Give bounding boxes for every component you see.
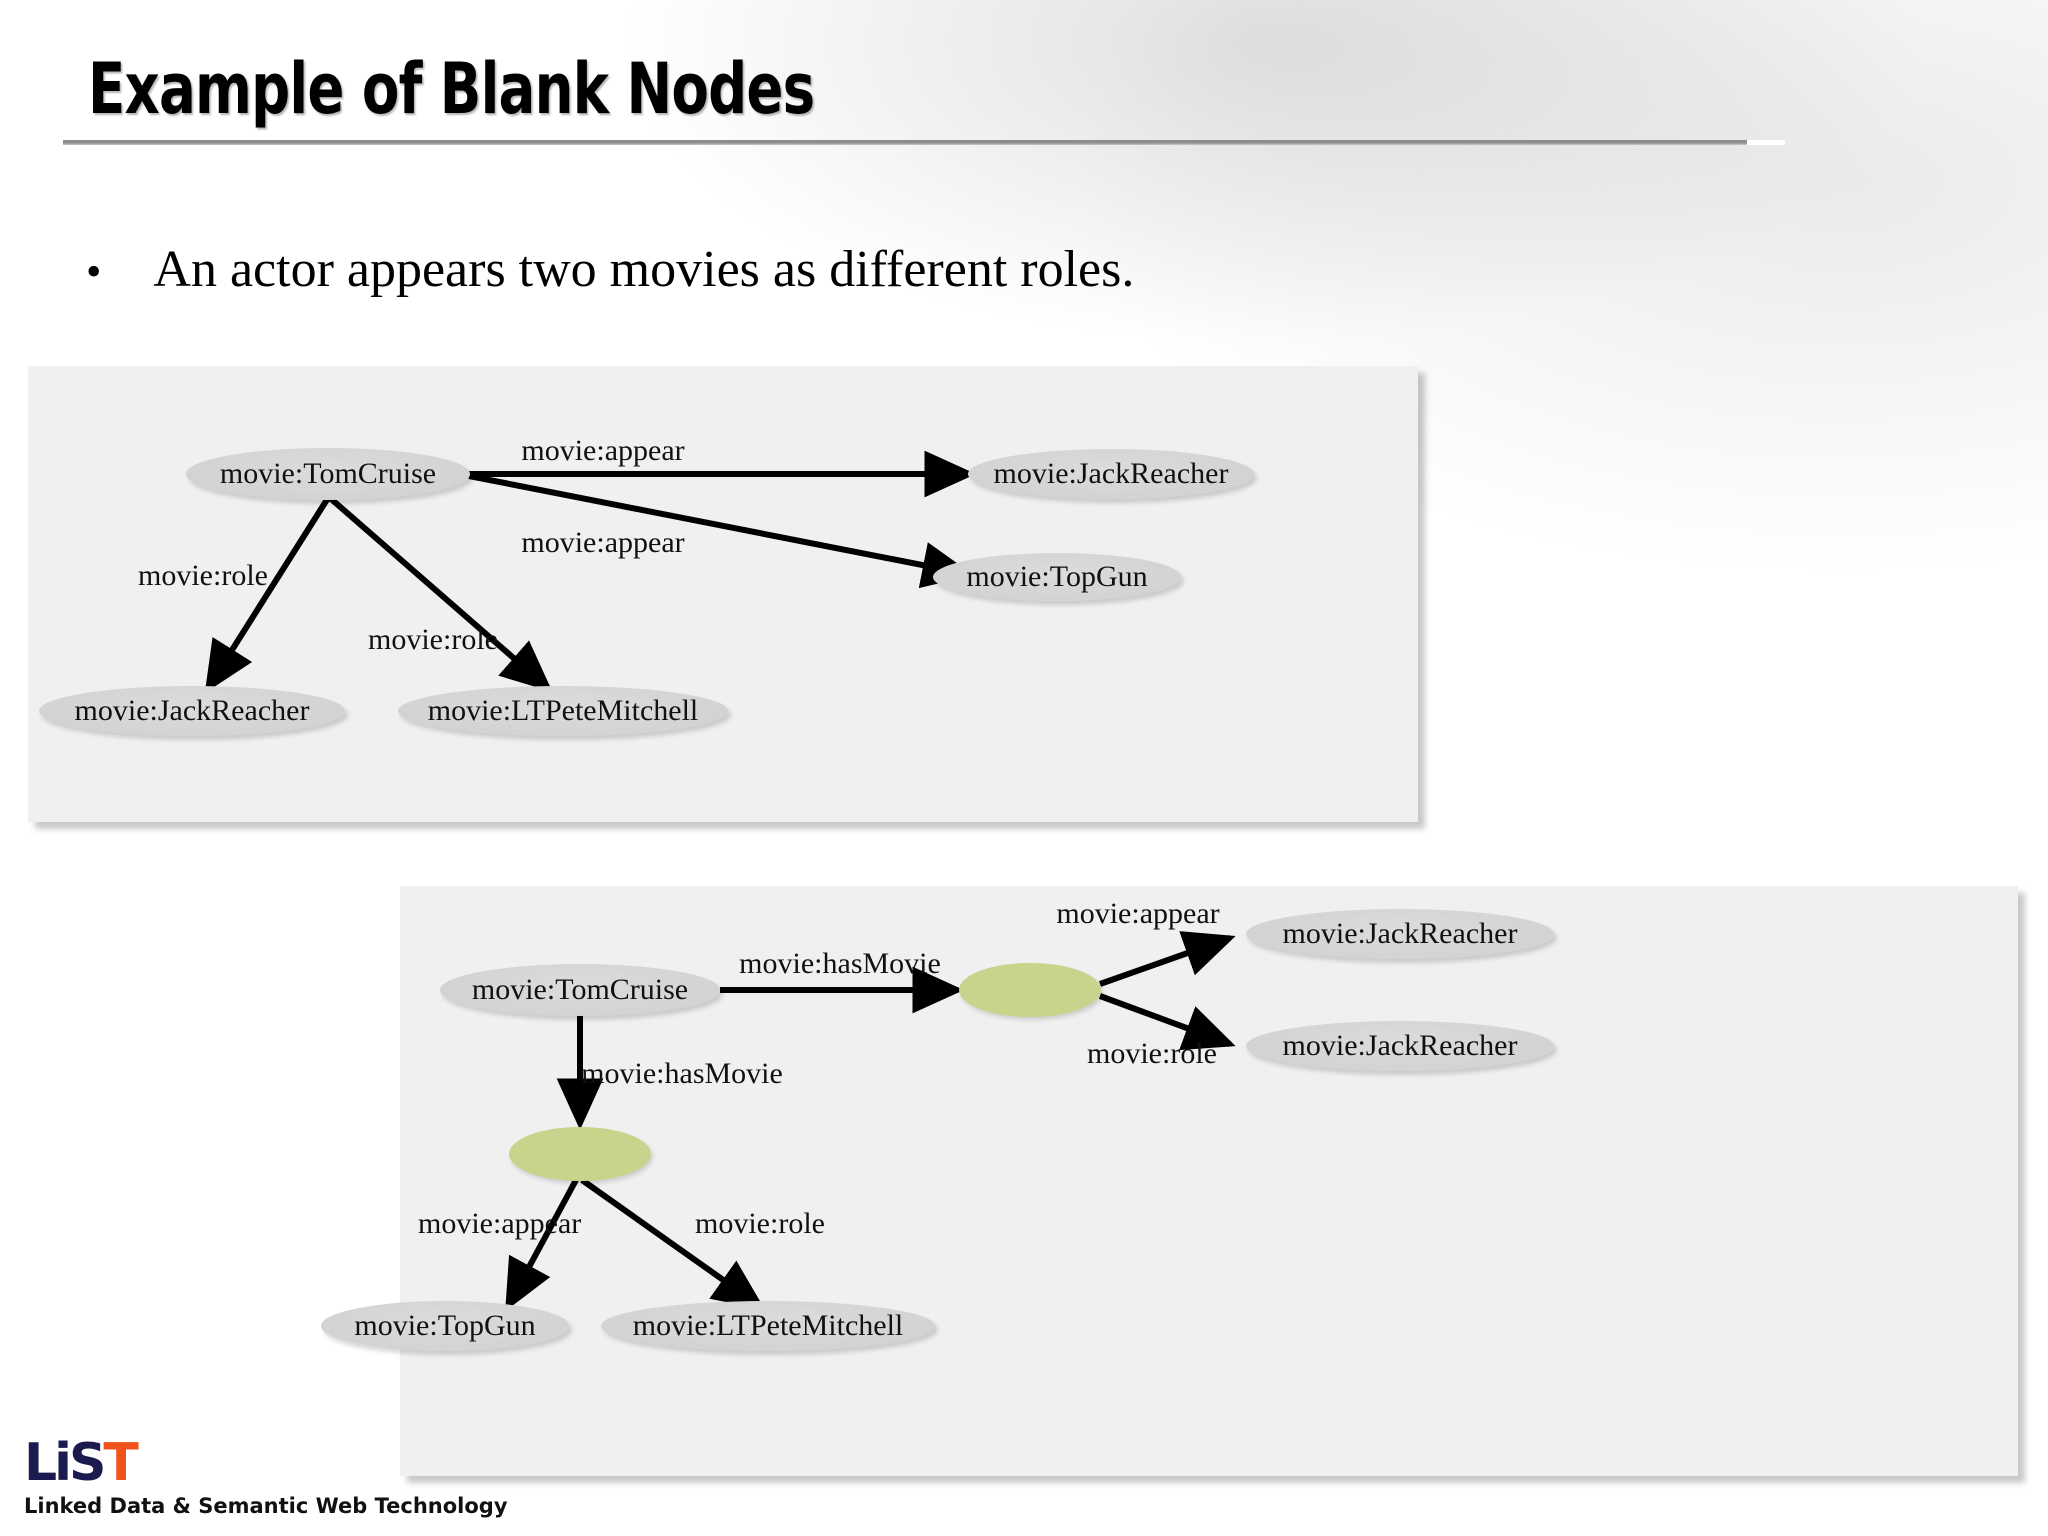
node-jackreacher-role[interactable]: movie:JackReacher	[39, 686, 345, 736]
edge-appear-topgun2	[505, 1178, 579, 1312]
node-label: movie:TopGun	[354, 1309, 536, 1342]
edge-label-role-2: movie:role	[368, 623, 498, 656]
edge-label-role-1: movie:role	[138, 559, 268, 592]
bullet-text: An actor appears two movies as different…	[153, 241, 1135, 298]
footer-logo: LiST Linked Data & Semantic Web Technolo…	[24, 1436, 508, 1518]
node-topgun-2[interactable]: movie:TopGun	[321, 1301, 569, 1351]
edge-role-ltpete2	[580, 1177, 765, 1310]
edge-role-jackreacher	[204, 496, 331, 694]
node-topgun[interactable]: movie:TopGun	[933, 553, 1181, 601]
edge-label-appear-1: movie:appear	[521, 434, 685, 467]
logo-text-li: Li	[24, 1433, 72, 1493]
node-blank-2[interactable]	[509, 1127, 651, 1181]
node-label: movie:JackReacher	[1282, 917, 1518, 950]
edge-appear-topgun	[468, 473, 974, 589]
edge-label-appear-2: movie:appear	[521, 526, 685, 559]
node-label: movie:TopGun	[966, 560, 1148, 593]
node-tomcruise[interactable]: movie:TomCruise	[186, 448, 470, 500]
node-label: movie:JackReacher	[993, 457, 1229, 490]
node-blank-1[interactable]	[959, 963, 1101, 1017]
node-label: movie:LTPeteMitchell	[632, 1309, 904, 1342]
diagram-panel-blank-nodes: movie:TomCruise movie:JackReacher movie:…	[321, 886, 2018, 1476]
logo-text-t: T	[103, 1433, 139, 1493]
node-jackreacher-role-2[interactable]: movie:JackReacher	[1246, 1021, 1554, 1071]
node-ltpetemitchell[interactable]: movie:LTPeteMitchell	[398, 686, 728, 736]
edge-label-role-jr: movie:role	[1087, 1037, 1217, 1070]
edge-label-role-ltpete2: movie:role	[695, 1207, 825, 1240]
bullet-marker-icon: •	[86, 247, 102, 296]
node-label: movie:TomCruise	[219, 457, 437, 490]
title-divider-gap	[1747, 140, 1785, 145]
node-jackreacher-movie[interactable]: movie:JackReacher	[968, 449, 1254, 499]
logo-text-s: S	[68, 1433, 106, 1493]
diagram-bottom-edges	[505, 931, 1236, 1312]
footer-tagline: Linked Data & Semantic Web Technology	[24, 1494, 508, 1518]
node-label: movie:LTPeteMitchell	[427, 694, 699, 727]
edge-role-jr	[1098, 993, 1236, 1051]
node-label: movie:TomCruise	[471, 973, 689, 1006]
edge-label-appear-topgun2: movie:appear	[418, 1207, 582, 1240]
bullet-item: • An actor appears two movies as differe…	[86, 240, 1134, 299]
node-label: movie:JackReacher	[74, 694, 310, 727]
edge-label-hasmovie-1: movie:hasMovie	[739, 947, 941, 980]
edge-appear-jr	[1098, 931, 1236, 987]
node-ltpetemitchell-2[interactable]: movie:LTPeteMitchell	[601, 1301, 935, 1351]
node-tomcruise-2[interactable]: movie:TomCruise	[440, 964, 720, 1016]
edge-label-hasmovie-2: movie:hasMovie	[581, 1057, 783, 1090]
node-label: movie:JackReacher	[1282, 1029, 1518, 1062]
list-logo-mark: LiST	[24, 1436, 508, 1490]
title-divider	[63, 140, 1776, 145]
edge-label-appear-jr: movie:appear	[1056, 897, 1220, 930]
page-title: Example of Blank Nodes	[88, 48, 815, 130]
diagram-panel-plain-rdf: movie:TomCruise movie:JackReacher movie:…	[28, 366, 1418, 822]
edge-role-ltpetemitchell	[328, 495, 553, 692]
diagram-top-edges	[204, 450, 977, 694]
node-jackreacher-appear[interactable]: movie:JackReacher	[1246, 909, 1554, 959]
